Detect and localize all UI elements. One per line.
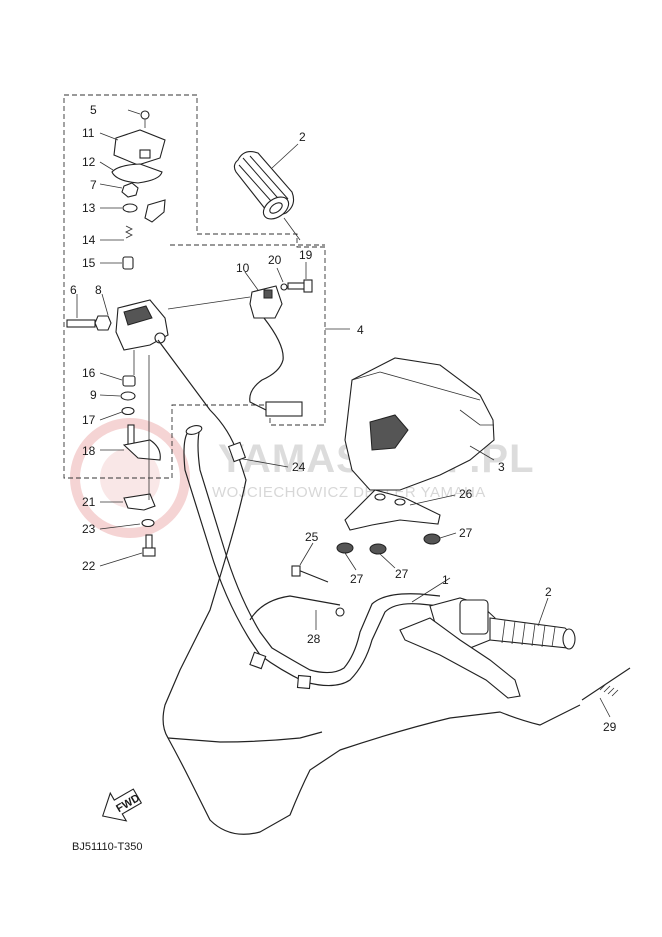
callout-8: 8	[95, 283, 102, 297]
callout-27c: 27	[395, 567, 409, 581]
callout-16: 16	[82, 366, 96, 380]
callout-14: 14	[82, 233, 96, 247]
callout-23: 23	[82, 522, 96, 536]
callout-3: 3	[498, 460, 505, 474]
watermark-logo-inner	[100, 448, 160, 508]
callout-25: 25	[305, 530, 319, 544]
callout-10: 10	[236, 261, 250, 275]
right-grip-assembly	[399, 597, 576, 699]
switch-group-4	[167, 262, 350, 417]
watermark-subtitle: WOJCIECHOWICZ DEALER YAMAHA	[212, 484, 486, 501]
left-grip	[233, 151, 295, 220]
callout-22: 22	[82, 559, 96, 573]
callout-12: 12	[82, 155, 96, 169]
left-switch-assembly-box	[63, 94, 326, 479]
callout-13: 13	[82, 201, 96, 215]
fwd-arrow-icon: FWD	[101, 788, 143, 822]
callout-2a: 2	[299, 130, 306, 144]
callout-4: 4	[357, 323, 364, 337]
leader-grip-bar	[283, 217, 301, 241]
callout-7: 7	[90, 178, 97, 192]
diagram-code: BJ51110-T350	[72, 841, 143, 853]
handlebar	[183, 425, 451, 690]
leader-2a	[271, 143, 299, 169]
left-switch-parts	[66, 109, 169, 567]
callout-28: 28	[307, 632, 321, 646]
callout-18: 18	[82, 444, 96, 458]
callout-5: 5	[90, 103, 97, 117]
fwd-label: FWD	[114, 792, 142, 815]
callout-27a: 27	[459, 526, 473, 540]
callout-24: 24	[292, 460, 306, 474]
callout-15: 15	[82, 256, 96, 270]
callout-9: 9	[90, 388, 97, 402]
visor	[344, 357, 495, 491]
callout-20: 20	[268, 253, 282, 267]
callout-26: 26	[459, 487, 473, 501]
watermark-logo-ring	[70, 418, 190, 538]
callout-2b: 2	[545, 585, 552, 599]
callout-17: 17	[82, 413, 96, 427]
callout-19: 19	[299, 248, 313, 262]
cables	[157, 339, 631, 835]
callout-11: 11	[82, 126, 95, 140]
callout-27b: 27	[350, 572, 364, 586]
callout-1: 1	[442, 573, 449, 587]
callout-6: 6	[70, 283, 77, 297]
visor-bracket	[336, 489, 457, 571]
callout-29: 29	[603, 720, 617, 734]
callout-21: 21	[82, 495, 96, 509]
